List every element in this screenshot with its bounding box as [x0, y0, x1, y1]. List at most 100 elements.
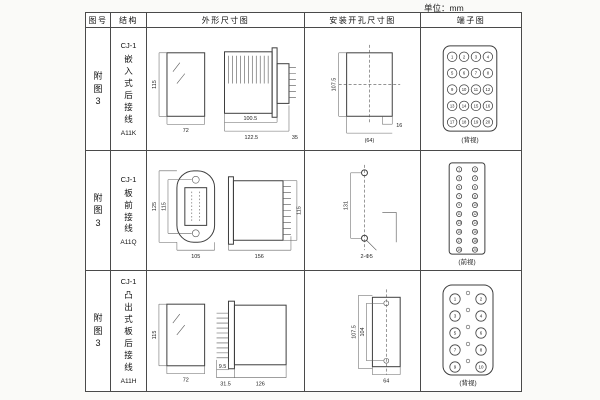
screw-dots [465, 290, 471, 364]
terminal-number: 2 [480, 297, 483, 302]
terminal-number: 19 [457, 248, 461, 252]
column-header-terminal: 端子图 [421, 13, 521, 28]
mounting-drawing-a11q: 131 2-Φ5 [344, 164, 397, 260]
dimension-lines [158, 170, 215, 251]
front-view [166, 52, 206, 117]
terminal-number: 6 [480, 331, 483, 336]
terminal-number: 9 [458, 203, 460, 207]
dimension-label: 64 [383, 379, 389, 385]
structure-text: 板前接线 [124, 187, 133, 234]
terminal-pin [475, 327, 487, 339]
terminal-pin [449, 327, 461, 339]
dimension-label: 115 [162, 202, 168, 211]
terminal-number: 1 [451, 54, 454, 59]
terminal-pin [456, 175, 463, 182]
terminal-number: 18 [462, 120, 467, 125]
dimension-label: 100.5 [243, 116, 257, 122]
structure-cell-a11h: CJ-1 凸出式板后接线 A11H [111, 271, 147, 391]
terminal-number: 11 [457, 212, 461, 216]
terminal-pin [458, 84, 470, 95]
mounting-holes [361, 164, 397, 251]
terminal-number: 7 [458, 194, 460, 198]
dimension-label: 131 [344, 201, 350, 210]
terminal-pin [449, 361, 461, 373]
front-view [166, 303, 206, 367]
terminal-block-outline [448, 162, 486, 255]
terminal-number: 13 [450, 103, 455, 108]
terminal-number: 20 [486, 120, 491, 125]
terminal-pin [456, 193, 463, 200]
figure-cell-a11q: 附图3 [86, 151, 111, 271]
terminal-number: 8 [480, 348, 483, 353]
dimension-lines [216, 359, 287, 378]
view-caption: (前视) [458, 257, 475, 266]
dimension-label: 156 [255, 254, 264, 260]
terminal-number: 10 [478, 365, 484, 370]
terminal-number: 10 [473, 203, 477, 207]
mounting-drawing-a11h: 107.5 104 64 [352, 289, 401, 385]
figure-cell-a11h: 附图3 [86, 271, 111, 391]
terminal-pin [470, 100, 482, 112]
terminal-pin [475, 293, 487, 305]
model-text: CJ-1 [120, 277, 137, 287]
terminal-pin [475, 344, 487, 356]
terminal-pin [446, 100, 458, 112]
terminal-pin [456, 184, 463, 191]
terminal-number: 5 [458, 185, 460, 189]
terminal-block-outline [442, 45, 498, 132]
outline-cell-a11h: 115 72 9.5 31.5 126 [147, 271, 305, 391]
code-text: A11Q [120, 239, 137, 247]
dimension-label: 107.5 [332, 78, 338, 92]
terminal-number: 8 [487, 71, 490, 76]
terminal-number: 20 [473, 248, 477, 252]
terminal-number: 4 [487, 54, 490, 59]
dimension-label: 2-Φ5 [361, 254, 373, 260]
terminal-pin [475, 310, 487, 322]
dimension-lines [158, 303, 205, 375]
terminal-pin [458, 67, 470, 79]
terminal-pin [482, 51, 494, 62]
terminal-number: 1 [458, 167, 460, 171]
terminal-block-outline [442, 284, 494, 376]
dimension-label: 31.5 [220, 382, 231, 388]
structure-cell-a11q: CJ-1 板前接线 A11Q [111, 151, 147, 271]
terminal-pin [482, 100, 494, 112]
terminal-number: 5 [454, 331, 457, 336]
terminal-number: 6 [474, 185, 476, 189]
dimension-label: 126 [256, 382, 265, 388]
terminal-pin [471, 228, 478, 235]
terminal-number: 15 [474, 103, 479, 108]
terminal-pin [482, 84, 494, 95]
terminal-pin [470, 117, 482, 128]
dimension-lines [228, 180, 298, 251]
dimension-label: 16 [396, 123, 402, 129]
terminal-pin [449, 293, 461, 305]
terminal-pin [471, 202, 478, 209]
terminal-number: 3 [454, 314, 457, 319]
dimension-label: 35 [292, 135, 298, 141]
side-view [227, 176, 291, 245]
figure-text: 附图3 [93, 313, 103, 349]
mounting-cell-a11q: 131 2-Φ5 [305, 151, 421, 271]
terminal-pin [458, 51, 470, 62]
dimension-lines [338, 52, 393, 134]
terminal-number: 16 [473, 230, 477, 234]
dimension-label: 107.5 [352, 325, 358, 339]
code-text: A11K [120, 129, 137, 137]
terminal-number: 10 [462, 87, 467, 92]
terminal-number: 6 [463, 71, 466, 76]
terminal-number: 9 [451, 87, 454, 92]
terminal-pin [471, 219, 478, 226]
dimension-label: 105 [191, 254, 200, 260]
terminal-pin [456, 202, 463, 209]
column-header-figure: 图号 [86, 13, 111, 28]
terminal-number: 2 [474, 167, 476, 171]
terminal-number: 3 [458, 176, 460, 180]
